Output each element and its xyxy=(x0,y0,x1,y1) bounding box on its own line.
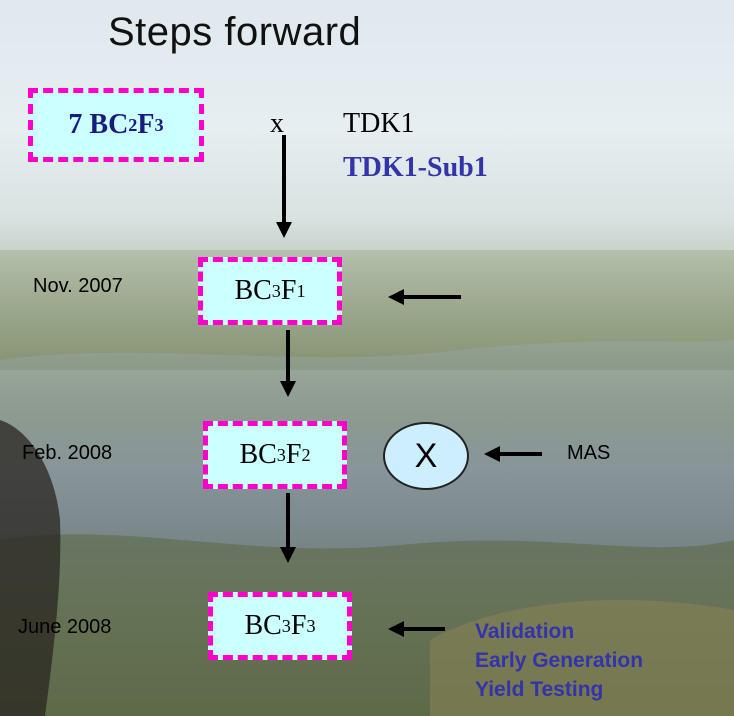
step1-f-sub: 1 xyxy=(296,280,306,301)
parent-gen-f-sub: 3 xyxy=(154,114,164,135)
testing-line-early-generation: Early Generation xyxy=(475,649,644,672)
step1-bc-sub: 3 xyxy=(271,280,281,301)
step3-f-sub: 3 xyxy=(306,615,316,636)
step3-f: F xyxy=(290,610,307,641)
parent-count: 7 xyxy=(68,109,83,140)
selection-circle: X xyxy=(383,422,469,490)
parent-gen-bc-sub: 2 xyxy=(128,114,138,135)
parent-gen-f: F xyxy=(137,109,155,140)
parent-tdk1-sub1: TDK1-Sub1 xyxy=(343,152,488,183)
date-june-2008: June 2008 xyxy=(18,616,112,638)
testing-line-validation: Validation xyxy=(475,620,575,643)
step3-bc-sub: 3 xyxy=(281,615,291,636)
mas-label: MAS xyxy=(567,442,611,464)
step2-bc: BC xyxy=(239,439,277,470)
parent-tdk1: TDK1 xyxy=(343,108,415,139)
testing-line-yield-testing: Yield Testing xyxy=(475,678,604,701)
step3-bc: BC xyxy=(244,610,282,641)
slide-title: Steps forward xyxy=(108,10,362,54)
date-feb-2008: Feb. 2008 xyxy=(22,442,113,464)
selection-symbol: X xyxy=(414,436,438,475)
testing-label: Validation Early Generation Yield Testin… xyxy=(475,617,643,704)
step2-f-sub: 2 xyxy=(301,444,311,465)
parent-gen-bc: BC xyxy=(89,109,129,140)
step1-bc: BC xyxy=(234,275,272,306)
cross-symbol: x xyxy=(270,108,284,139)
step1-f: F xyxy=(280,275,297,306)
date-nov-2007: Nov. 2007 xyxy=(33,275,123,297)
step2-bc-sub: 3 xyxy=(276,444,286,465)
step2-f: F xyxy=(285,439,302,470)
